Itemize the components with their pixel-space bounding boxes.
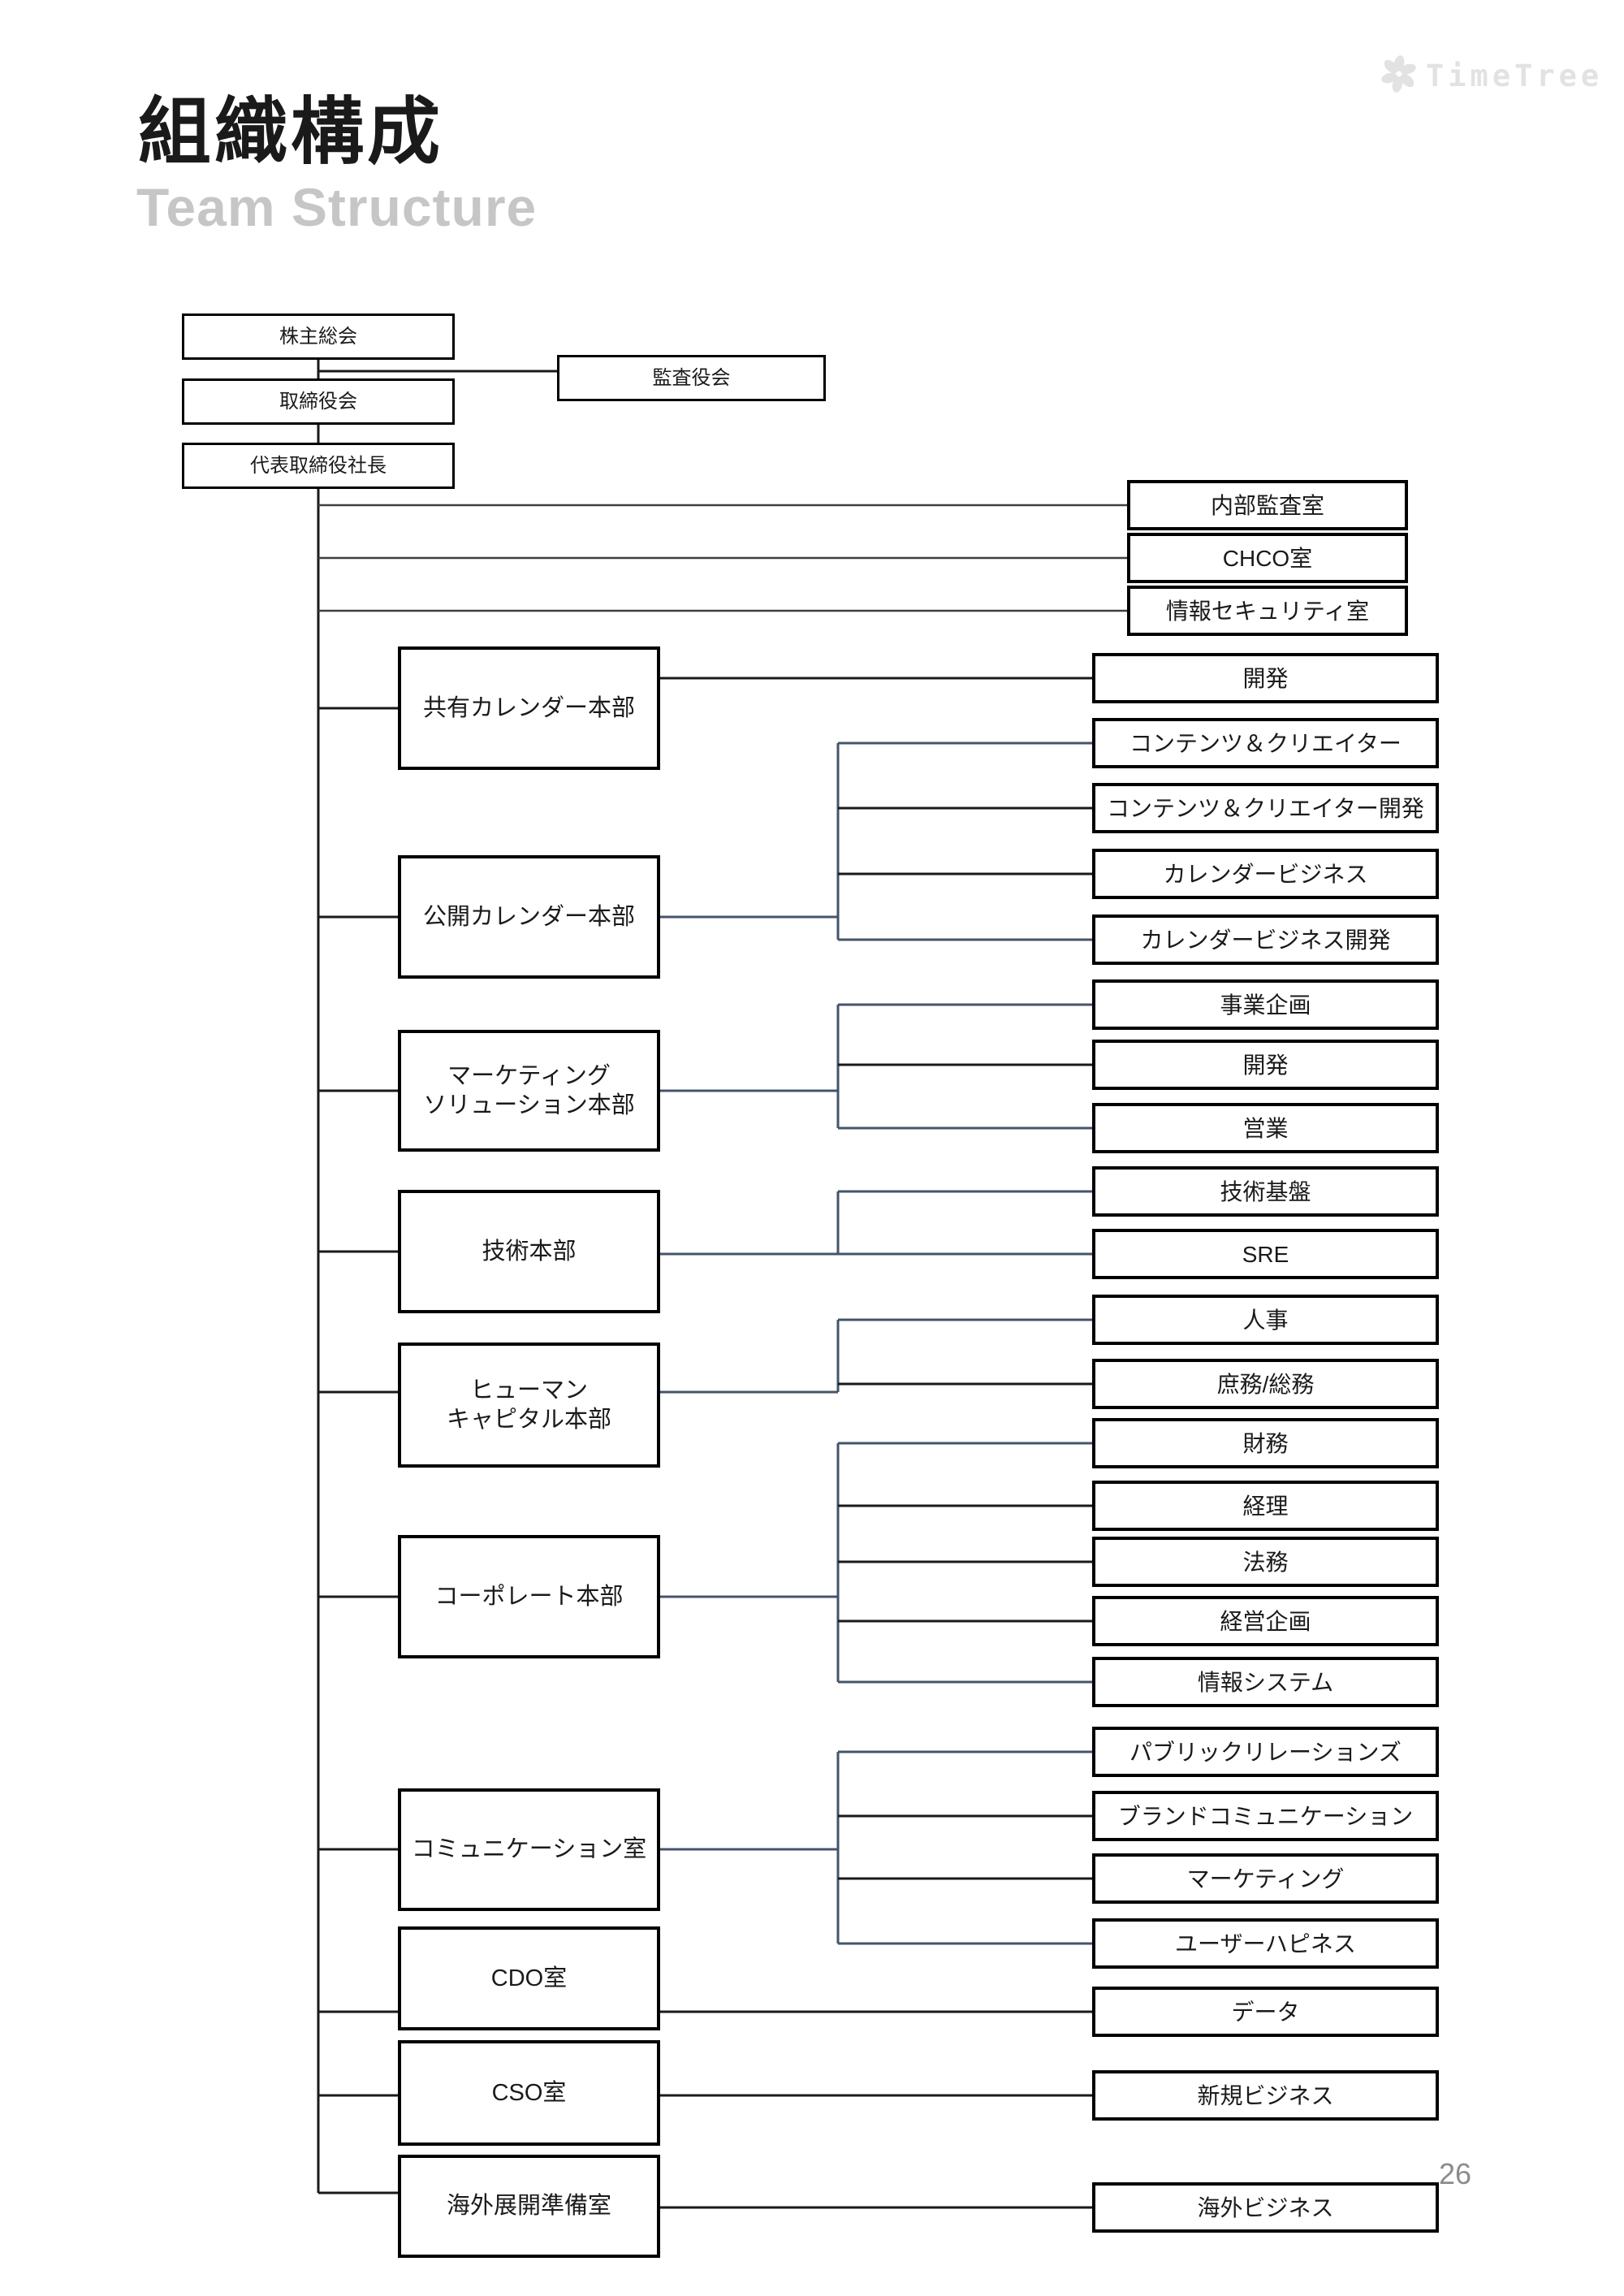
box-department-7: CDO室 <box>398 1926 660 2030</box>
box-unit-2-1: 開発 <box>1092 1040 1439 1090</box>
page-number: 26 <box>1439 2157 1472 2190</box>
box-unit-2-2: 営業 <box>1092 1103 1439 1153</box>
box-unit-5-1: 経理 <box>1092 1481 1439 1531</box>
box-unit-6-1: ブランドコミュニケーション <box>1092 1791 1439 1841</box>
box-unit-4-1: 庶務/総務 <box>1092 1359 1439 1409</box>
box-unit-4-0: 人事 <box>1092 1295 1439 1345</box>
box-president: 代表取締役社長 <box>182 443 455 489</box>
box-department-0: 共有カレンダー本部 <box>398 646 660 770</box>
box-unit-5-0: 財務 <box>1092 1418 1439 1468</box>
box-unit-8-0: 新規ビジネス <box>1092 2070 1439 2121</box>
box-department-9: 海外展開準備室 <box>398 2155 660 2258</box>
page-subtitle: Team Structure <box>136 177 538 237</box>
box-unit-0-0: 開発 <box>1092 653 1439 703</box>
box-unit-9-0: 海外ビジネス <box>1092 2182 1439 2233</box>
box-unit-1-0: コンテンツ＆クリエイター <box>1092 718 1439 768</box>
box-unit-6-2: マーケティング <box>1092 1853 1439 1904</box>
timetree-flower-icon <box>1380 55 1418 97</box>
box-unit-1-3: カレンダービジネス開発 <box>1092 915 1439 965</box>
box-department-5: コーポレート本部 <box>398 1535 660 1658</box>
box-president-office-2: 情報セキュリティ室 <box>1127 586 1408 636</box>
box-unit-5-4: 情報システム <box>1092 1657 1439 1707</box>
box-unit-1-2: カレンダービジネス <box>1092 849 1439 899</box>
box-shareholders-meeting: 株主総会 <box>182 313 455 360</box>
box-unit-5-2: 法務 <box>1092 1537 1439 1587</box>
box-unit-7-0: データ <box>1092 1987 1439 2037</box>
box-department-3: 技術本部 <box>398 1190 660 1313</box>
box-unit-6-3: ユーザーハピネス <box>1092 1918 1439 1969</box>
box-president-office-0: 内部監査室 <box>1127 480 1408 530</box>
box-department-4: ヒューマン キャピタル本部 <box>398 1343 660 1468</box>
box-board-of-directors: 取締役会 <box>182 378 455 425</box>
box-unit-5-3: 経営企画 <box>1092 1596 1439 1646</box>
box-department-1: 公開カレンダー本部 <box>398 855 660 979</box>
box-department-2: マーケティング ソリューション本部 <box>398 1030 660 1152</box>
page-title: 組織構成 <box>138 92 443 173</box>
box-audit-board: 監査役会 <box>557 355 826 401</box>
timetree-logo: TimeTree <box>1380 55 1603 97</box>
box-unit-1-1: コンテンツ＆クリエイター開発 <box>1092 783 1439 833</box>
box-president-office-1: CHCO室 <box>1127 533 1408 583</box>
box-unit-3-1: SRE <box>1092 1229 1439 1279</box>
box-unit-6-0: パブリックリレーションズ <box>1092 1727 1439 1777</box>
box-department-8: CSO室 <box>398 2040 660 2146</box>
box-unit-2-0: 事業企画 <box>1092 979 1439 1030</box>
box-unit-3-0: 技術基盤 <box>1092 1166 1439 1217</box>
timetree-logo-text: TimeTree <box>1426 58 1604 93</box>
box-department-6: コミュニケーション室 <box>398 1788 660 1911</box>
